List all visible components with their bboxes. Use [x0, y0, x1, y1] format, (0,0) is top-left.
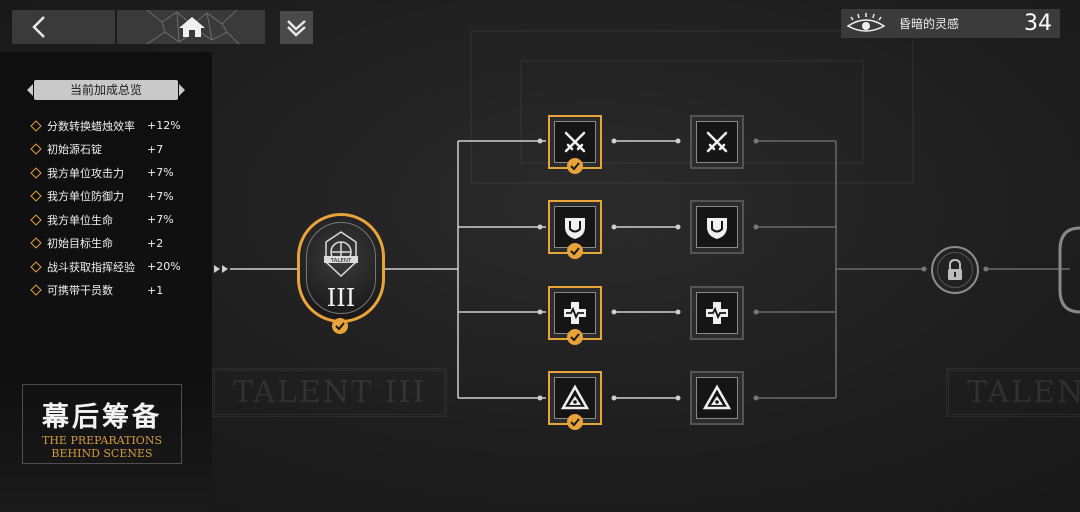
bonus-item: 我方单位攻击力 +7% [30, 161, 181, 185]
bonus-item-value: +7% [147, 213, 174, 227]
eye-icon [841, 9, 891, 38]
check-icon [332, 318, 348, 334]
triangle-eye-icon [702, 384, 732, 410]
background-talent-left: TALENT III [212, 368, 448, 417]
main-node-inner-ring [306, 222, 376, 314]
back-button[interactable] [12, 10, 117, 44]
background-frame [470, 30, 914, 184]
bonus-item: 我方单位生命 +7% [30, 208, 181, 232]
shield-icon [565, 218, 585, 239]
shield-icon [707, 218, 727, 239]
check-icon [567, 243, 583, 259]
stage-title-en-line2: BEHIND SCENES [51, 447, 153, 460]
stage-title-cn: 幕后筹备 [42, 402, 162, 433]
talent-badge-label: TALENT [330, 258, 352, 264]
stage-title-card: 幕后筹备 THE PREPARATIONS BEHIND SCENES [22, 384, 182, 464]
bonus-panel-header: 当前加成总览 [34, 80, 178, 100]
bonus-item-name: 初始源石锭 [47, 143, 102, 157]
bonus-item: 初始目标生命 +2 [30, 232, 181, 256]
bonus-list: 分数转换蜡烛效率 +12% 初始源石锭 +7 我方单位攻击力 +7% 我方单位防御力 +… [30, 114, 181, 303]
bonus-item-value: +12% [147, 119, 181, 133]
talent-node-defense-tier2[interactable] [690, 200, 744, 254]
chevron-left-icon [32, 16, 45, 38]
crossed-swords-icon [564, 131, 586, 153]
inspiration-value: 34 [1024, 11, 1052, 36]
locked-talent-node[interactable] [931, 246, 979, 294]
bonus-item-name: 可携带干员数 [47, 284, 113, 298]
bonus-item-value: +7% [147, 189, 174, 203]
bonus-item-name: 我方单位攻击力 [47, 166, 124, 180]
talent-emblem-icon: TALENT [324, 231, 358, 278]
triangle-eye-icon [560, 384, 590, 410]
inspiration-label: 昏暗的灵感 [899, 17, 960, 31]
lock-icon [948, 259, 962, 280]
bonus-item-value: +20% [147, 260, 181, 274]
background-talent-right: TALENT [946, 368, 1080, 417]
bonus-item-value: +2 [147, 236, 164, 250]
check-icon [567, 414, 583, 430]
medical-cross-icon [564, 302, 586, 324]
bonus-item: 战斗获取指挥经验 +20% [30, 255, 181, 279]
squad-button[interactable] [280, 11, 313, 44]
talent-level-numeral: III [326, 284, 356, 312]
talent-node-target-tier2[interactable] [690, 371, 744, 425]
bonus-item: 我方单位防御力 +7% [30, 185, 181, 209]
talent-node-health-tier2[interactable] [690, 286, 744, 340]
crossed-swords-icon [706, 131, 728, 153]
layers-icon [287, 20, 306, 37]
talent-main-node[interactable]: TALENT III [297, 213, 385, 323]
inspiration-counter: 昏暗的灵感 34 [841, 9, 1060, 38]
bonus-item: 分数转换蜡烛效率 +12% [30, 114, 181, 138]
check-icon [567, 158, 583, 174]
bonus-item-name: 我方单位生命 [47, 213, 113, 227]
bonus-item-value: +7 [147, 142, 164, 156]
medical-cross-icon [706, 302, 728, 324]
check-icon [567, 329, 583, 345]
bonus-item-value: +7% [147, 166, 174, 180]
bonus-item-value: +1 [147, 283, 164, 297]
bonus-item-name: 战斗获取指挥经验 [47, 260, 135, 274]
bonus-item: 可携带干员数 +1 [30, 279, 181, 303]
stage-title-en-line1: THE PREPARATIONS [42, 434, 162, 447]
bonus-item-name: 分数转换蜡烛效率 [47, 119, 135, 133]
talent-node-attack-tier2[interactable] [690, 115, 744, 169]
bonus-item-name: 我方单位防御力 [47, 190, 124, 204]
bonus-panel [0, 52, 212, 512]
bonus-item: 初始源石锭 +7 [30, 138, 181, 162]
home-icon [179, 17, 205, 37]
home-button[interactable] [117, 10, 265, 44]
bonus-item-name: 初始目标生命 [47, 237, 113, 251]
